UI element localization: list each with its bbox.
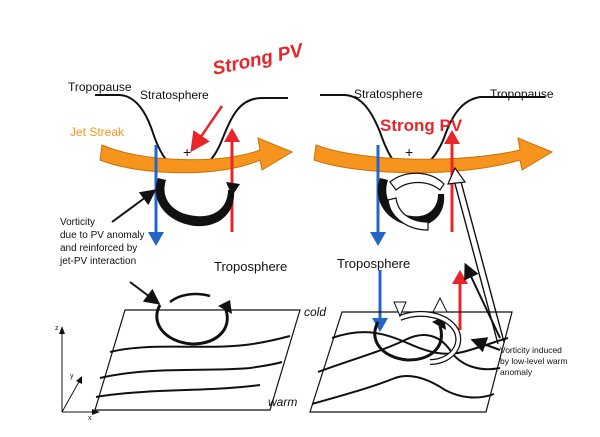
right-induced-ribbon-lower xyxy=(387,197,429,231)
left-jet-streak-arrow xyxy=(99,137,294,174)
right-plus-sign: + xyxy=(405,144,413,160)
right-troposphere-label: Troposphere xyxy=(337,256,410,271)
right-vorticity-induced-note: Vorticity induced by low-level warm anom… xyxy=(500,345,568,377)
axis-y-line xyxy=(61,379,81,413)
left-isotherm-3 xyxy=(95,384,261,398)
left-vorticity-pointer-lower xyxy=(129,281,161,305)
right-vorticity-induced-line-1: Vorticity induced xyxy=(500,345,562,355)
right-small-up-arrow xyxy=(432,296,448,313)
right-jet-streak-arrow xyxy=(313,137,554,174)
left-panel: + Strong PV Tropopause Stratosphere Jet … xyxy=(55,40,306,422)
right-induced-pointer-lower xyxy=(470,337,501,353)
axis-y-head xyxy=(76,376,82,384)
left-strong-pv-pointer xyxy=(190,105,224,153)
left-strong-pv-label: Strong PV xyxy=(211,40,306,80)
left-blue-down-arrowhead xyxy=(148,232,164,246)
left-vorticity-note-line-1: Vorticity xyxy=(60,217,95,228)
axis-y-label: y xyxy=(70,373,74,380)
right-isotherm-2 xyxy=(317,334,501,373)
left-vorticity-note: Vorticity due to PV anomaly and reinforc… xyxy=(59,217,145,267)
left-stratosphere-label: Stratosphere xyxy=(140,88,209,102)
axis-x-label: x xyxy=(88,415,92,422)
right-cold-label: cold xyxy=(304,305,326,319)
right-red-up-arrowhead-upper xyxy=(444,130,460,144)
left-vorticity-note-line-3: and reinforced by xyxy=(60,243,137,254)
right-panel: + Strong PV Stratosphere Tropopause Trop… xyxy=(304,87,568,413)
left-plus-sign: + xyxy=(183,144,191,160)
left-jet-streak-label: Jet Streak xyxy=(70,125,125,139)
left-low-level-circulation-top xyxy=(169,292,211,304)
left-vorticity-pointer-upper xyxy=(111,189,157,223)
right-isotherm-3 xyxy=(311,374,495,405)
left-vorticity-note-line-4: jet-PV interaction xyxy=(59,256,136,267)
right-low-level-circulation-white-inner xyxy=(399,312,460,364)
left-troposphere-label: Troposphere xyxy=(214,259,287,274)
left-warm-label: warm xyxy=(268,395,297,409)
left-low-level-circulation xyxy=(155,304,229,346)
right-induced-pointer-double-b xyxy=(459,177,505,343)
right-induced-pointer-double-head xyxy=(447,166,467,185)
right-surface-plane xyxy=(309,311,513,413)
right-vorticity-induced-line-3: anomaly xyxy=(500,367,533,377)
right-stratosphere-label: Stratosphere xyxy=(354,87,423,101)
left-surface-plane xyxy=(94,309,301,411)
left-isotherm-1 xyxy=(109,335,291,353)
left-isotherm-2 xyxy=(99,361,283,379)
axis-z-head xyxy=(59,326,65,334)
right-red-up-arrowhead-lower xyxy=(452,270,468,284)
left-vorticity-ribbon-head xyxy=(226,182,240,196)
right-isotherm-1 xyxy=(331,331,509,355)
right-low-level-circulation-black xyxy=(373,321,443,362)
axis-z-label: z xyxy=(55,325,59,332)
left-vorticity-ribbon xyxy=(155,178,235,227)
right-induced-ribbon xyxy=(389,172,445,191)
left-tropopause-label: Tropopause xyxy=(68,80,132,94)
right-tropopause-label: Tropopause xyxy=(490,87,554,101)
right-vorticity-induced-line-2: by low-level warm xyxy=(500,356,568,366)
right-small-down-arrow xyxy=(393,301,407,318)
left-vorticity-note-line-2: due to PV anomaly xyxy=(60,230,145,241)
left-red-up-arrowhead xyxy=(224,128,240,142)
right-strong-pv-label: Strong PV xyxy=(380,116,463,135)
right-induced-pointer-double-a xyxy=(453,179,499,345)
axis-x-head xyxy=(92,409,100,415)
right-blue-down-arrowhead-lower xyxy=(372,318,388,332)
right-induced-pointer-upper xyxy=(464,262,501,339)
right-blue-down-arrowhead-upper xyxy=(370,232,386,246)
